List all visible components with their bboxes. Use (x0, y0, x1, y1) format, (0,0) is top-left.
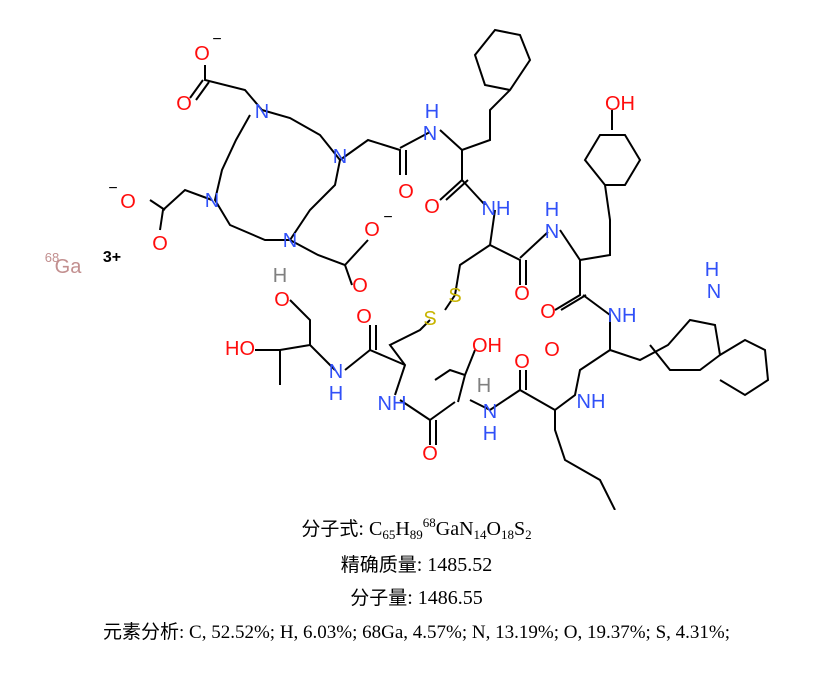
sulfur-atom: S (448, 285, 461, 307)
svg-text:OH: OH (605, 93, 635, 115)
svg-text:OH: OH (472, 335, 502, 357)
gallium-ion: Ga (55, 256, 83, 278)
svg-text:O: O (176, 93, 192, 115)
svg-text:H: H (545, 199, 559, 221)
svg-text:O: O (120, 191, 136, 213)
svg-text:O: O (422, 443, 438, 465)
svg-text:H: H (329, 383, 343, 405)
svg-text:−: − (383, 209, 392, 226)
svg-text:O: O (274, 289, 290, 311)
svg-text:S: S (423, 308, 436, 330)
svg-text:O: O (424, 196, 440, 218)
svg-text:O: O (152, 233, 168, 255)
svg-text:N: N (707, 281, 721, 303)
svg-text:H: H (273, 265, 287, 287)
molecular-weight: 分子量: 1486.55 (350, 587, 483, 609)
svg-text:O: O (514, 351, 530, 373)
svg-text:O: O (364, 219, 380, 241)
svg-text:O: O (540, 301, 556, 323)
svg-text:N: N (545, 221, 559, 243)
svg-text:O: O (356, 306, 372, 328)
svg-text:O: O (544, 339, 560, 361)
svg-text:N: N (333, 146, 347, 168)
svg-text:H: H (483, 423, 497, 445)
svg-text:N: N (283, 230, 297, 252)
bond-skeleton (149, 28, 770, 510)
svg-text:N: N (205, 190, 219, 212)
exact-mass: 精确质量: 1485.52 (340, 554, 493, 576)
svg-text:H: H (477, 375, 491, 397)
elemental-analysis: 元素分析: C, 52.52%; H, 6.03%; 68Ga, 4.57%; … (103, 621, 730, 643)
svg-text:68: 68 (45, 250, 59, 265)
svg-text:NH: NH (482, 198, 511, 220)
svg-text:O: O (398, 181, 414, 203)
molecule-structure: O − O N N N N O − O O − O H N O O NH OH … (45, 28, 770, 510)
svg-text:NH: NH (608, 305, 637, 327)
gallium-charge: 3+ (103, 249, 121, 266)
carboxylate-o: O (194, 43, 210, 65)
svg-text:N: N (329, 361, 343, 383)
svg-text:NH: NH (378, 393, 407, 415)
svg-text:N: N (483, 401, 497, 423)
molecular-formula: 分子式: C65H8968GaN14O18S2 (301, 515, 532, 542)
svg-text:−: − (108, 180, 117, 197)
svg-text:N: N (423, 123, 437, 145)
svg-text:H: H (425, 101, 439, 123)
svg-text:−: − (212, 31, 221, 48)
atom-labels: O − O N N N N O − O O − O H N O O NH OH … (45, 31, 721, 465)
nitrogen-atom: N (255, 101, 269, 123)
svg-text:NH: NH (577, 391, 606, 413)
svg-text:HO: HO (225, 338, 255, 360)
svg-text:O: O (352, 275, 368, 297)
svg-text:H: H (705, 259, 719, 281)
svg-text:O: O (514, 283, 530, 305)
